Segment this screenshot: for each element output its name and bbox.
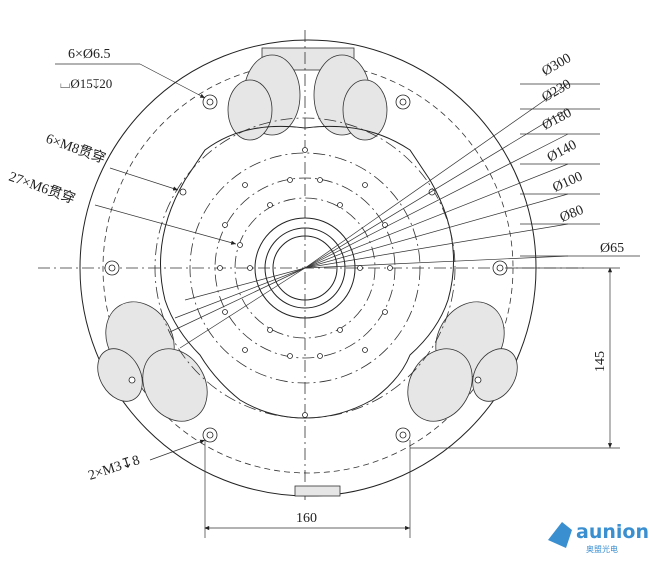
dimension-160-label: 160: [296, 511, 317, 526]
dimension-145-label: 145: [593, 351, 608, 372]
callout-6x-m8: 6×M8贯穿: [44, 131, 108, 167]
callout-counterbore: ⌴Ø15↧20: [60, 76, 112, 91]
left-roller-assembly: [97, 301, 208, 422]
callout-2x-m3: 2×M3↧8: [87, 453, 142, 484]
top-roller-assembly: [227, 47, 388, 141]
dia-label-300: Ø300: [540, 51, 574, 80]
logo-mark-icon: [548, 522, 572, 548]
diameter-leaders: [169, 83, 640, 349]
dia-label-230: Ø230: [540, 77, 574, 106]
diameter-labels: Ø300 Ø230 Ø180 Ø140 Ø100 Ø80 Ø65: [540, 51, 625, 256]
threaded-holes: [128, 147, 482, 418]
brand-logo: aunion 奥盟光电: [548, 521, 649, 554]
logo-subtitle: 奥盟光电: [586, 544, 618, 554]
dia-label-180: Ø180: [540, 106, 575, 134]
dia-label-80: Ø80: [558, 203, 586, 226]
top-plate: [160, 125, 455, 419]
hole-callout-group: 6×Ø6.5 ⌴Ø15↧20 6×M8贯穿 27×M6贯穿 2×M3↧8: [7, 47, 237, 484]
dimension-horizontal: 160: [204, 440, 411, 538]
dimension-vertical: 145: [410, 267, 620, 449]
outer-mounting-holes: [104, 94, 508, 443]
right-roller-assembly: [407, 301, 518, 422]
logo-text: aunion: [576, 521, 649, 543]
callout-6x-d65: 6×Ø6.5: [68, 47, 111, 62]
dia-label-65: Ø65: [600, 241, 624, 256]
dia-label-100: Ø100: [551, 169, 586, 195]
callout-27x-m6: 27×M6贯穿: [7, 169, 78, 208]
bottom-connector: [294, 485, 341, 497]
dia-label-140: Ø140: [545, 138, 580, 166]
